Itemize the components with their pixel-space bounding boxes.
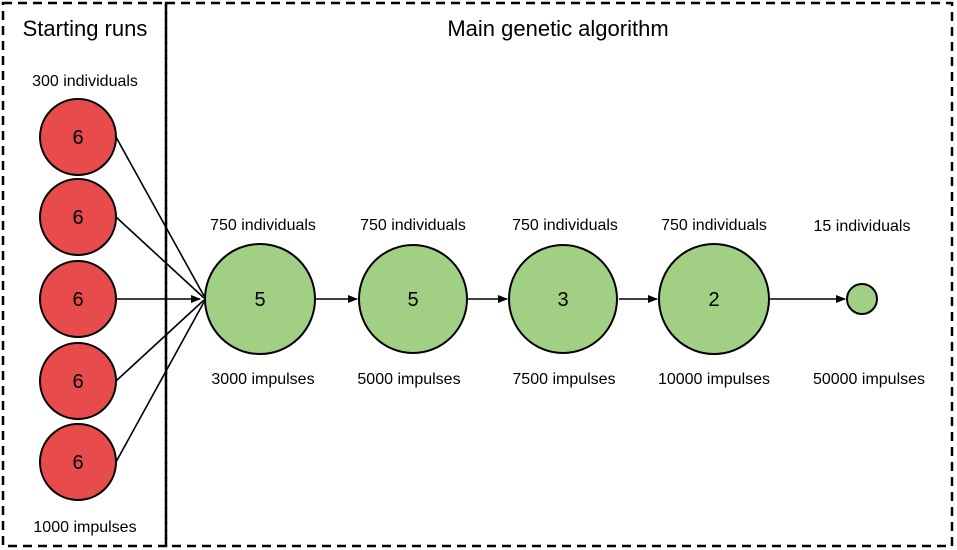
starting-run-label: 6 [72, 371, 83, 393]
stage-impulses: 3000 impulses [211, 371, 314, 388]
starting-run-node: 6 [39, 98, 117, 176]
stage-individuals: 15 individuals [814, 218, 911, 235]
stage-individuals: 750 individuals [661, 217, 767, 234]
ga-stage-5: 15 individuals 50000 impulses [813, 218, 925, 388]
stage-circle [846, 283, 878, 315]
ga-stage-1: 750 individuals 5 3000 impulses [204, 217, 316, 388]
starting-run-node: 6 [39, 178, 117, 256]
starting-runs-title: Starting runs [23, 16, 148, 41]
stage-label: 5 [254, 289, 265, 311]
starting-runs-panel [1, 1, 168, 548]
connector-line [115, 216, 205, 299]
ga-stage-3: 750 individuals 3 7500 impulses [508, 217, 618, 388]
stage-impulses: 7500 impulses [512, 371, 615, 388]
stage-impulses: 5000 impulses [357, 371, 460, 388]
stage-impulses: 50000 impulses [813, 371, 925, 388]
starting-runs-individuals: 300 individuals [32, 73, 138, 90]
connector-line [115, 301, 205, 463]
main-algorithm-panel [164, 1, 954, 548]
starting-run-label: 6 [72, 452, 83, 474]
starting-run-circle [39, 423, 117, 501]
stage-individuals: 750 individuals [512, 217, 618, 234]
stage-circle [658, 243, 770, 355]
stage-circle [358, 244, 468, 354]
starting-run-label: 6 [72, 289, 83, 311]
starting-run-node: 6 [39, 423, 117, 501]
starting-run-connectors [115, 136, 205, 463]
starting-runs-impulses: 1000 impulses [33, 519, 136, 536]
starting-run-circle [39, 98, 117, 176]
starting-run-node: 6 [39, 342, 117, 420]
main-algorithm-title: Main genetic algorithm [447, 16, 668, 41]
starting-run-label: 6 [72, 127, 83, 149]
ga-stage-2: 750 individuals 5 5000 impulses [357, 217, 468, 388]
starting-run-circle [39, 342, 117, 420]
stage-individuals: 750 individuals [210, 217, 316, 234]
stage-label: 2 [708, 289, 719, 311]
ga-stage-4: 750 individuals 2 10000 impulses [658, 217, 770, 388]
stage-label: 3 [557, 289, 568, 311]
stage-individuals: 750 individuals [360, 217, 466, 234]
starting-run-circle [39, 260, 117, 338]
starting-run-label: 6 [72, 207, 83, 229]
connector-line [115, 299, 205, 382]
starting-run-circle [39, 178, 117, 256]
starting-run-node: 6 [39, 260, 117, 338]
stage-circle [508, 244, 618, 354]
connector-line [115, 136, 205, 297]
stage-impulses: 10000 impulses [658, 371, 770, 388]
stage-circle [204, 243, 316, 355]
stage-label: 5 [407, 289, 418, 311]
